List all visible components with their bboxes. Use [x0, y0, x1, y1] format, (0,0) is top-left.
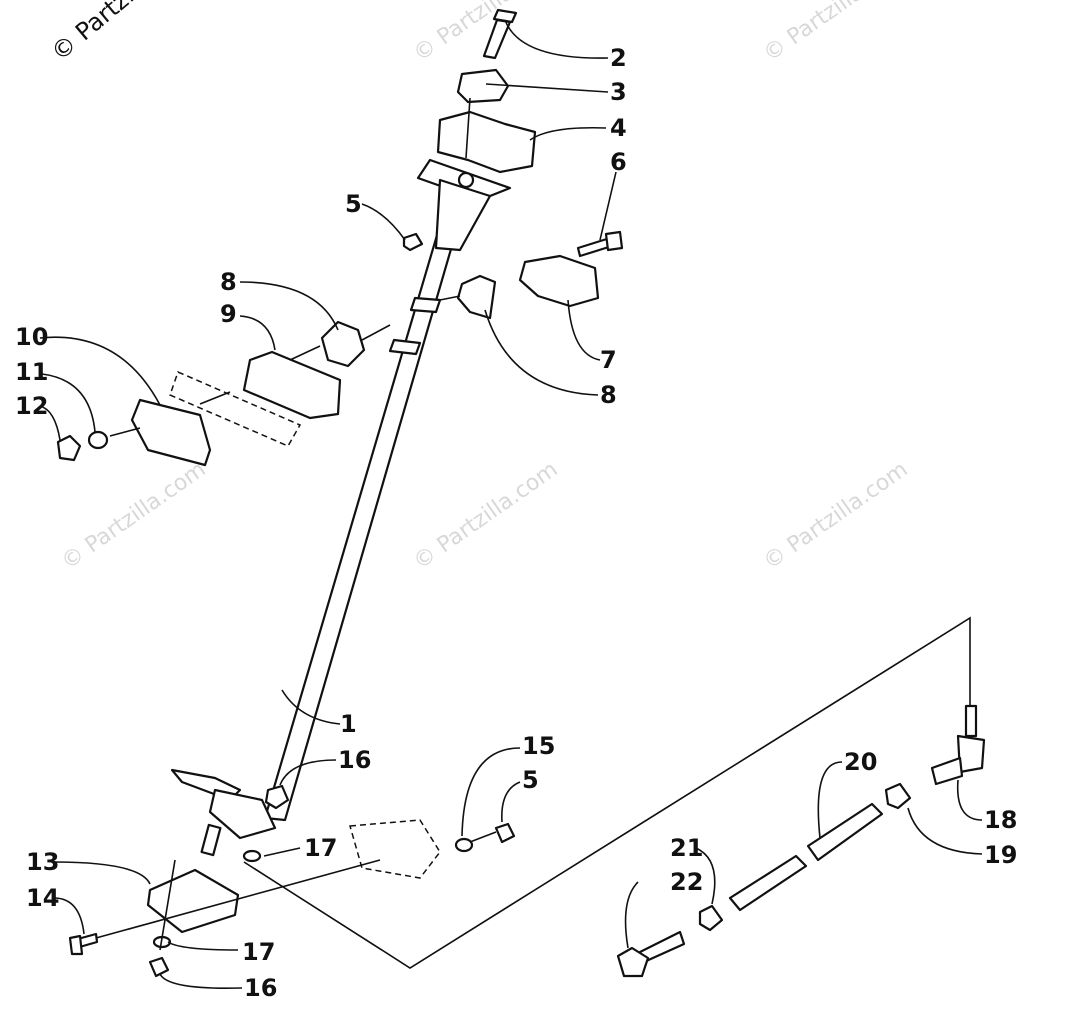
- tie-rod-end-22-part: [616, 930, 686, 978]
- washer-17-part: [242, 849, 262, 863]
- callout-17-lower: 17: [242, 938, 275, 966]
- callout-3: 3: [610, 78, 627, 106]
- callout-14: 14: [26, 884, 59, 912]
- callout-6: 6: [610, 148, 627, 176]
- callout-2: 2: [610, 44, 627, 72]
- callout-labels: 2 3 4 6 5 8 9 7 10 11 8 12 1 15 16 5 20 …: [15, 44, 1017, 1002]
- watermark-tile: © Partzilla.com: [409, 457, 562, 575]
- bracket-outline: [349, 819, 441, 879]
- mounting-outline: [169, 370, 302, 447]
- block-9-part: [242, 350, 342, 420]
- tube-20-part: [806, 802, 884, 862]
- callout-1: 1: [340, 710, 357, 738]
- bolt-6-part: [576, 230, 624, 258]
- callout-15: 15: [522, 732, 555, 760]
- washer-15-part: [454, 837, 474, 853]
- nut-21-part: [698, 904, 724, 932]
- callout-18: 18: [984, 806, 1017, 834]
- callout-16-lower: 16: [244, 974, 277, 1002]
- bolt-2-part: [482, 8, 518, 60]
- callout-5-lower: 5: [522, 766, 539, 794]
- callout-12: 12: [15, 392, 48, 420]
- callout-20: 20: [844, 748, 877, 776]
- plate-10-part: [130, 398, 212, 467]
- watermark-tile: © Partzilla.com: [57, 457, 210, 575]
- bushing-8-left-part: [320, 320, 366, 368]
- steering-post-part: [170, 158, 512, 857]
- clamp-3-part: [456, 68, 510, 104]
- nut-5-lower-part: [494, 822, 516, 844]
- callout-19: 19: [984, 841, 1017, 869]
- callout-11: 11: [15, 358, 48, 386]
- nut-16-lower-part: [148, 956, 170, 978]
- nut-5-part: [402, 232, 424, 252]
- callout-8-right: 8: [600, 381, 617, 409]
- tube-20-b-part: [728, 854, 808, 912]
- callout-7: 7: [600, 346, 617, 374]
- corner-watermark: © Partzilla.com: [46, 0, 206, 67]
- block-4-part: [436, 110, 537, 174]
- nut-19-part: [884, 782, 912, 810]
- leader-lines: [39, 19, 983, 990]
- bracket-13-part: [146, 868, 240, 934]
- callout-4: 4: [610, 114, 627, 142]
- callout-16-top: 16: [338, 746, 371, 774]
- washer-11-part: [87, 430, 109, 450]
- callout-9: 9: [220, 300, 237, 328]
- watermark-tile: © Partzilla.com: [759, 457, 912, 575]
- callout-22: 22: [670, 868, 703, 896]
- callout-17-top: 17: [304, 834, 337, 862]
- bushing-8-part: [456, 274, 497, 320]
- callout-10: 10: [15, 323, 48, 351]
- nut-16-part: [264, 784, 290, 810]
- bolt-14-part: [68, 932, 99, 956]
- cap-7-part: [518, 254, 600, 308]
- watermark-tile: © Partzilla.com: [759, 0, 912, 67]
- callout-5-top: 5: [345, 190, 362, 218]
- callout-8-left: 8: [220, 268, 237, 296]
- callout-13: 13: [26, 848, 59, 876]
- nut-12-part: [56, 434, 82, 462]
- callout-21: 21: [670, 834, 703, 862]
- tie-rod-end-18-part: [930, 704, 986, 786]
